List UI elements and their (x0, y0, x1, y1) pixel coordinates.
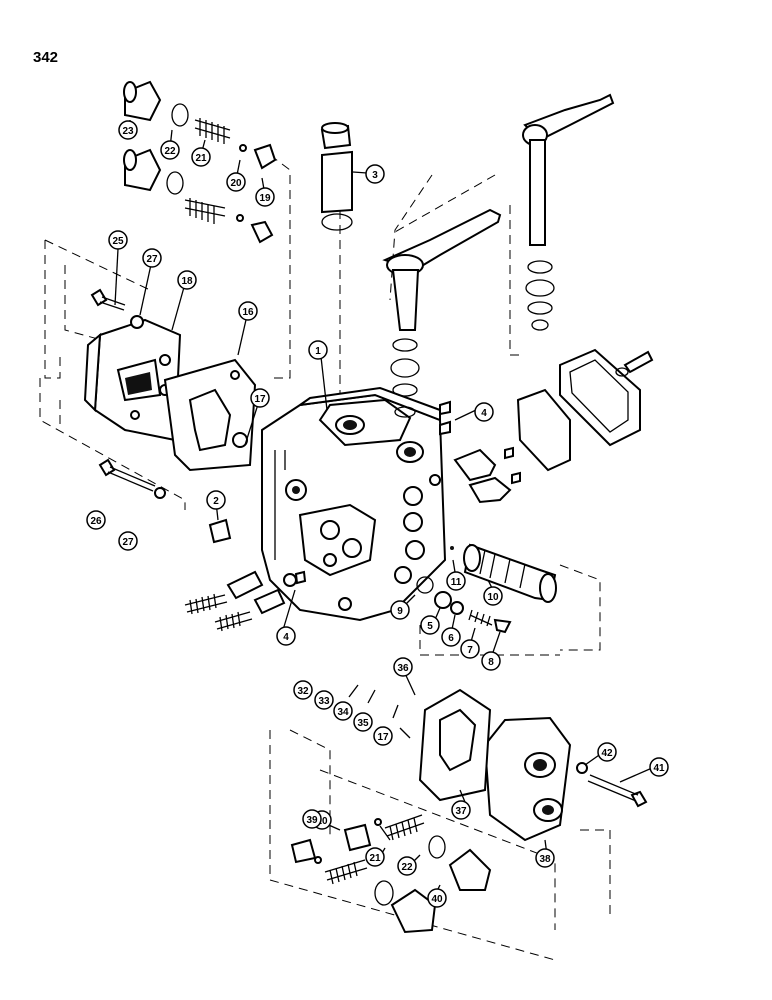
callout-19: 19 (255, 187, 275, 207)
svg-text:11: 11 (451, 577, 462, 588)
callout-17-a: 17 (250, 388, 270, 408)
svg-text:25: 25 (112, 236, 124, 247)
svg-text:22: 22 (401, 862, 413, 873)
callout-6: 6 (441, 627, 461, 647)
detent-parts (439, 400, 521, 504)
callout-17-b: 17 (373, 726, 393, 746)
callout-22-b: 22 (397, 856, 417, 876)
svg-text:4: 4 (481, 408, 487, 419)
svg-text:21: 21 (195, 153, 207, 164)
svg-text:39: 39 (306, 815, 318, 826)
svg-text:35: 35 (357, 718, 369, 729)
callout-34: 34 (333, 701, 353, 721)
svg-text:17: 17 (254, 394, 266, 405)
svg-text:27: 27 (122, 537, 134, 548)
svg-text:5: 5 (427, 621, 433, 632)
svg-text:17: 17 (377, 732, 389, 743)
small-center-parts (208, 518, 512, 634)
right-cover-plate (516, 348, 654, 472)
svg-text:4: 4 (283, 632, 289, 643)
svg-text:20: 20 (230, 178, 242, 189)
svg-text:6: 6 (448, 633, 454, 644)
callout-1: 1 (308, 340, 328, 360)
svg-text:8: 8 (488, 657, 494, 668)
valve-body (261, 386, 447, 622)
control-spool (463, 543, 557, 603)
svg-text:16: 16 (242, 307, 254, 318)
svg-text:19: 19 (259, 193, 271, 204)
bolts (90, 288, 648, 808)
svg-text:27: 27 (146, 254, 158, 265)
callout-40: 40 (427, 888, 447, 908)
svg-text:2: 2 (213, 496, 219, 507)
callout-9: 9 (390, 600, 410, 620)
callout-41: 41 (649, 757, 669, 777)
svg-text:34: 34 (337, 707, 349, 718)
callout-37: 37 (451, 800, 471, 820)
left-pistons-and-springs (184, 570, 286, 632)
callout-42: 42 (597, 742, 617, 762)
callout-10: 10 (483, 586, 503, 606)
callout-21-a: 21 (191, 147, 211, 167)
svg-text:7: 7 (467, 645, 473, 656)
callout-25: 25 (108, 230, 128, 250)
callout-2: 2 (206, 490, 226, 510)
svg-text:38: 38 (539, 854, 551, 865)
control-levers (382, 93, 615, 418)
svg-text:21: 21 (369, 853, 381, 864)
lower-relief-valve-parts (290, 814, 492, 934)
svg-text:20: 20 (316, 816, 328, 827)
svg-text:22: 22 (164, 146, 176, 157)
callout-20-a: 20 (226, 172, 246, 192)
callout-11: 11 (446, 571, 466, 591)
svg-text:1: 1 (315, 346, 321, 357)
callout-32: 32 (293, 680, 313, 700)
callout-27-a: 27 (142, 248, 162, 268)
callout-35: 35 (353, 712, 373, 732)
svg-text:42: 42 (601, 748, 613, 759)
callout-8: 8 (481, 651, 501, 671)
callout-5: 5 (420, 615, 440, 635)
svg-text:32: 32 (297, 686, 309, 697)
callout-33: 33 (314, 690, 334, 710)
callout-4-a: 4 (474, 402, 494, 422)
callout-27-b: 27 (118, 531, 138, 551)
callout-39: 39 (302, 809, 322, 829)
svg-text:40: 40 (431, 894, 443, 905)
svg-text:36: 36 (397, 663, 409, 674)
svg-text:41: 41 (653, 763, 665, 774)
callout-3: 3 (365, 164, 385, 184)
svg-text:10: 10 (487, 592, 499, 603)
callout-26: 26 (86, 510, 106, 530)
lower-block-and-gasket (418, 688, 572, 842)
svg-text:3: 3 (372, 170, 378, 181)
callout-7: 7 (460, 639, 480, 659)
callout-18: 18 (177, 270, 197, 290)
svg-text:33: 33 (318, 696, 330, 707)
svg-text:23: 23 (122, 126, 134, 137)
svg-text:26: 26 (90, 516, 102, 527)
callout-38: 38 (535, 848, 555, 868)
svg-text:18: 18 (181, 276, 193, 287)
callout-4-b: 4 (276, 626, 296, 646)
svg-text:37: 37 (455, 806, 467, 817)
callout-16: 16 (238, 301, 258, 321)
left-cover-and-gasket (83, 318, 257, 472)
plug-and-sleeve (320, 122, 353, 231)
page-number: 342 (33, 49, 59, 66)
callout-23: 23 (118, 120, 138, 140)
callout-22-a: 22 (160, 140, 180, 160)
callouts: 1 2 3 4 4 4 5 6 7 8 9 10 11 16 17 17 18 … (86, 120, 669, 908)
top-relief-valve-parts (123, 80, 277, 244)
callout-36: 36 (393, 657, 413, 677)
svg-text:9: 9 (397, 606, 403, 617)
callout-21-b: 21 (365, 847, 385, 867)
